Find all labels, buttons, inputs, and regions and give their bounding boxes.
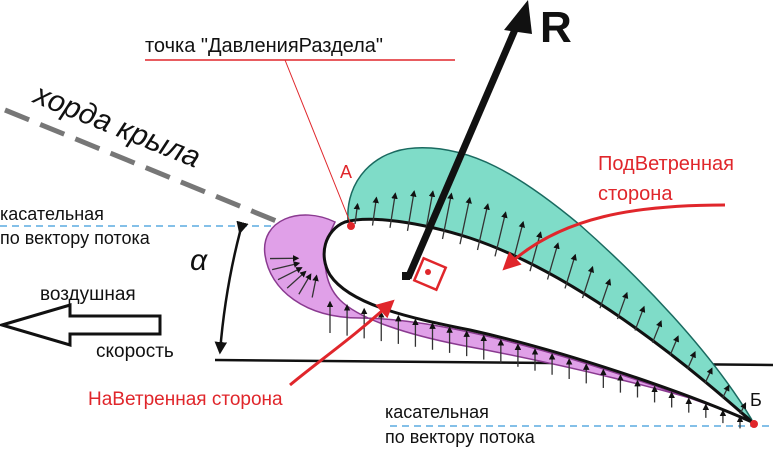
- chord-label: хорда крыла: [28, 77, 206, 174]
- pressure-arrow-up: [441, 192, 454, 240]
- pressure-arrow-nose: [298, 273, 312, 295]
- point-b-label: Б: [750, 390, 762, 410]
- pressure-arrow-up: [353, 202, 361, 225]
- tangent-top-label-line2: по вектору потока: [0, 228, 151, 248]
- airspeed-direction-arrow: [0, 302, 162, 348]
- pressure-arrow-nose: [277, 267, 303, 281]
- windward-pointer: [289, 299, 395, 387]
- tangent-bottom-label-line2: по вектору потока: [385, 427, 536, 447]
- pressure-arrow-up: [651, 320, 663, 343]
- pressure-arrow-up: [371, 196, 379, 226]
- right-angle-dot: [425, 269, 431, 275]
- pressure-point-pointer: [284, 59, 351, 223]
- pressure-arrow-up: [669, 335, 679, 356]
- pressure-arrow-up: [599, 278, 612, 309]
- leeward-pointer: [502, 203, 726, 271]
- pressure-arrow-nose: [286, 270, 307, 289]
- pressure-arrow-nose: [271, 261, 301, 271]
- pressure-arrow-up: [494, 211, 508, 257]
- resultant-force-arrowhead: [504, 0, 532, 34]
- angle-alpha-label: α: [190, 244, 208, 277]
- pressure-center-point: [402, 272, 410, 280]
- airspeed-label-line2: скорость: [96, 341, 174, 362]
- point-a-marker: [347, 222, 355, 230]
- pressure-arrow-nose: [311, 274, 319, 298]
- pressure-arrow-up: [459, 196, 472, 245]
- pressure-arrow-up: [634, 305, 646, 331]
- right-angle-marker: [412, 256, 448, 292]
- force-label: R: [540, 3, 572, 52]
- airspeed-label-line1: воздушная: [40, 284, 136, 305]
- pressure-arrow-up: [406, 190, 417, 231]
- tangent-top-label-line1: касательная: [0, 204, 104, 224]
- resultant-force-arrow: [404, 16, 524, 280]
- leeward-label-line1: ПодВетренная: [598, 153, 734, 175]
- point-b-marker: [750, 420, 758, 428]
- angle-alpha-arc: [214, 220, 249, 355]
- airfoil-profile: [322, 217, 753, 424]
- pressure-arrow-up: [564, 253, 577, 289]
- windward-pressure-arrows: [269, 255, 744, 429]
- pressure-arrow-up: [529, 231, 543, 272]
- pressure-arrow-up: [739, 402, 747, 415]
- leeward-label-line2: сторона: [598, 183, 673, 205]
- tangent-bottom-label-line1: касательная: [385, 402, 489, 422]
- pressure-arrow-up: [721, 384, 730, 399]
- pressure-arrow-up: [476, 203, 490, 251]
- pressure-arrow-up: [704, 367, 713, 384]
- pressure-arrow-up: [686, 351, 696, 370]
- pressure-point-label: точка "ДавленияРаздела": [145, 35, 383, 57]
- pressure-arrow-up: [389, 192, 398, 228]
- leeward-pressure-arrows: [353, 190, 747, 415]
- pressure-arrow-up: [616, 291, 629, 320]
- windward-label: НаВетренная сторона: [88, 389, 283, 410]
- pressure-arrow-up: [546, 242, 560, 280]
- point-a-label: А: [340, 162, 352, 182]
- pressure-arrow-up: [581, 265, 595, 299]
